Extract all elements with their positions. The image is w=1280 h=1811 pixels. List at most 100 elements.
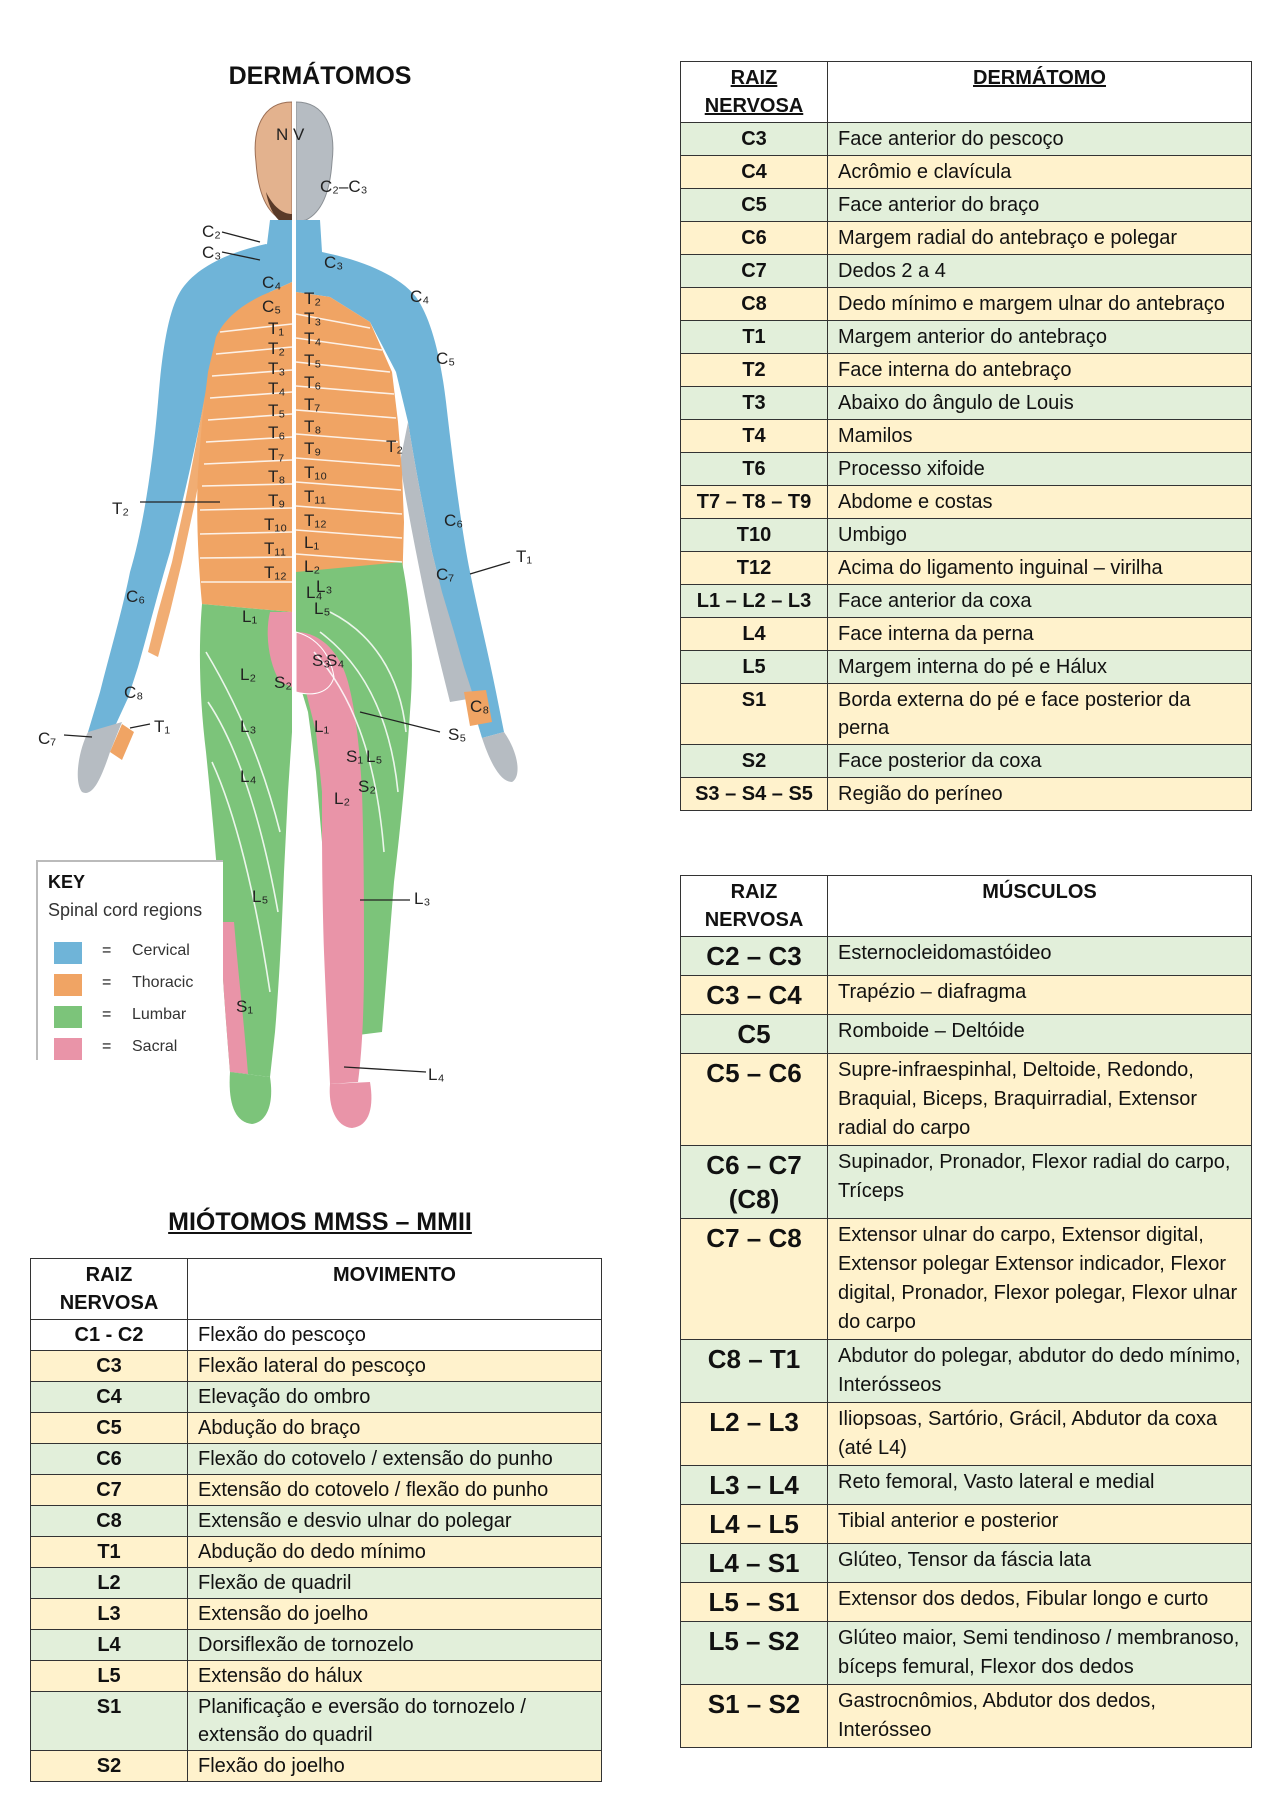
root-cell: L4 – S1 [680,1543,828,1583]
desc-cell: Face anterior do pescoço [827,122,1252,156]
label-t7-right: T₇ [304,395,320,414]
label-t2-left: T₂ [268,339,285,358]
label-l5-mid: L₅ [366,747,382,766]
desc-cell: Reto femoral, Vasto lateral e medial [827,1465,1252,1505]
label-l2-mid: L₂ [334,789,350,808]
desc-cell: Trapézio – diafragma [827,975,1252,1015]
desc-cell: Romboide – Deltóide [827,1014,1252,1054]
label-t5-left: T₅ [268,401,285,420]
desc-cell: Extensão do cotovelo / flexão do punho [187,1474,602,1506]
label-t1-leader: T₁ [516,547,532,566]
desc-cell: Flexão de quadril [187,1567,602,1599]
root-cell: C3 [30,1350,188,1382]
label-l2-right: L₂ [304,557,320,576]
body-illustration: N V C₂–C₃ C₂ C₃ C₃ C₄ C₄ C₅ C₅ T₁ T₂ T₃ … [38,92,532,1132]
label-t11-left: T₁₁ [264,539,286,558]
desc-cell: Extensor ulnar do carpo, Extensor digita… [827,1218,1252,1340]
label-c8-left: C₈ [124,683,143,702]
key-item-cervical: = Cervical [54,942,224,964]
label-s1-left: S₁ [236,997,253,1016]
mov-header-desc: MOVIMENTO [187,1258,602,1320]
root-cell: L4 [680,617,828,651]
root-cell: C5 [30,1412,188,1444]
root-cell: L4 – L5 [680,1504,828,1544]
label-s5-leader: S₅ [448,725,466,744]
key-heading: KEY [48,872,86,892]
label-l1-left: L₁ [242,607,257,626]
label-c7-left: C₇ [38,729,56,748]
label-c7-right: C₇ [436,565,454,584]
root-cell: L5 – S1 [680,1582,828,1622]
root-cell: C3 [680,122,828,156]
root-cell: C4 [30,1381,188,1413]
miotomos-title: MIÓTOMOS MMSS – MMII [168,1208,472,1236]
root-cell: L2 [30,1567,188,1599]
root-cell: S1 – S2 [680,1684,828,1748]
root-cell: C8 [680,287,828,321]
label-t10-right: T₁₀ [304,463,327,482]
label-t3-left: T₃ [268,359,285,378]
label-t6-left: T₆ [268,423,285,442]
label-l5-left: L₅ [252,887,268,906]
desc-cell: Face anterior do braço [827,188,1252,222]
label-l3-right: L₃ [316,577,332,596]
label-c2c3-face: C₂–C₃ [320,177,368,196]
desc-cell: Margem radial do antebraço e polegar [827,221,1252,255]
label-t1-left: T₁ [268,319,284,338]
desc-cell: Supre-infraespinhal, Deltoide, Redondo, … [827,1053,1252,1146]
label-t8-right: T₈ [304,417,321,436]
desc-cell: Face interna do antebraço [827,353,1252,387]
key-item-thoracic: = Thoracic [54,974,224,996]
root-cell: L3 [30,1598,188,1630]
label-c6-left: C₆ [126,587,145,606]
desc-cell: Região do períneo [827,777,1252,811]
label-l3-leader: L₃ [414,889,430,908]
desc-cell: Elevação do ombro [187,1381,602,1413]
root-cell: C8 – T1 [680,1339,828,1403]
desc-cell: Glúteo, Tensor da fáscia lata [827,1543,1252,1583]
root-cell: C7 [680,254,828,288]
desc-cell: Processo xifoide [827,452,1252,486]
root-cell: C1 - C2 [30,1319,188,1351]
desc-cell: Tibial anterior e posterior [827,1504,1252,1544]
root-cell: S1 [30,1691,188,1751]
label-t4-left: T₄ [268,379,285,398]
label-t8-left: T₈ [268,467,285,486]
table-row: C6 – C7 (C8)Supinador, Pronador, Flexor … [680,1145,1252,1219]
label-s3-right: S₃ [312,651,330,670]
desc-cell: Face posterior da coxa [827,744,1252,778]
label-s2-left: S₂ [274,673,292,692]
root-cell: C6 – C7 (C8) [680,1145,828,1219]
desc-cell: Dorsiflexão de tornozelo [187,1629,602,1661]
root-cell: C2 – C3 [680,936,828,976]
leader-lines [63,231,511,1073]
label-t7-left: T₇ [268,445,284,464]
root-cell: C4 [680,155,828,189]
desc-cell: Extensão do hálux [187,1660,602,1692]
mus-header-desc: MÚSCULOS [827,875,1252,937]
label-t12-left: T₁₂ [264,563,287,582]
root-cell: T2 [680,353,828,387]
